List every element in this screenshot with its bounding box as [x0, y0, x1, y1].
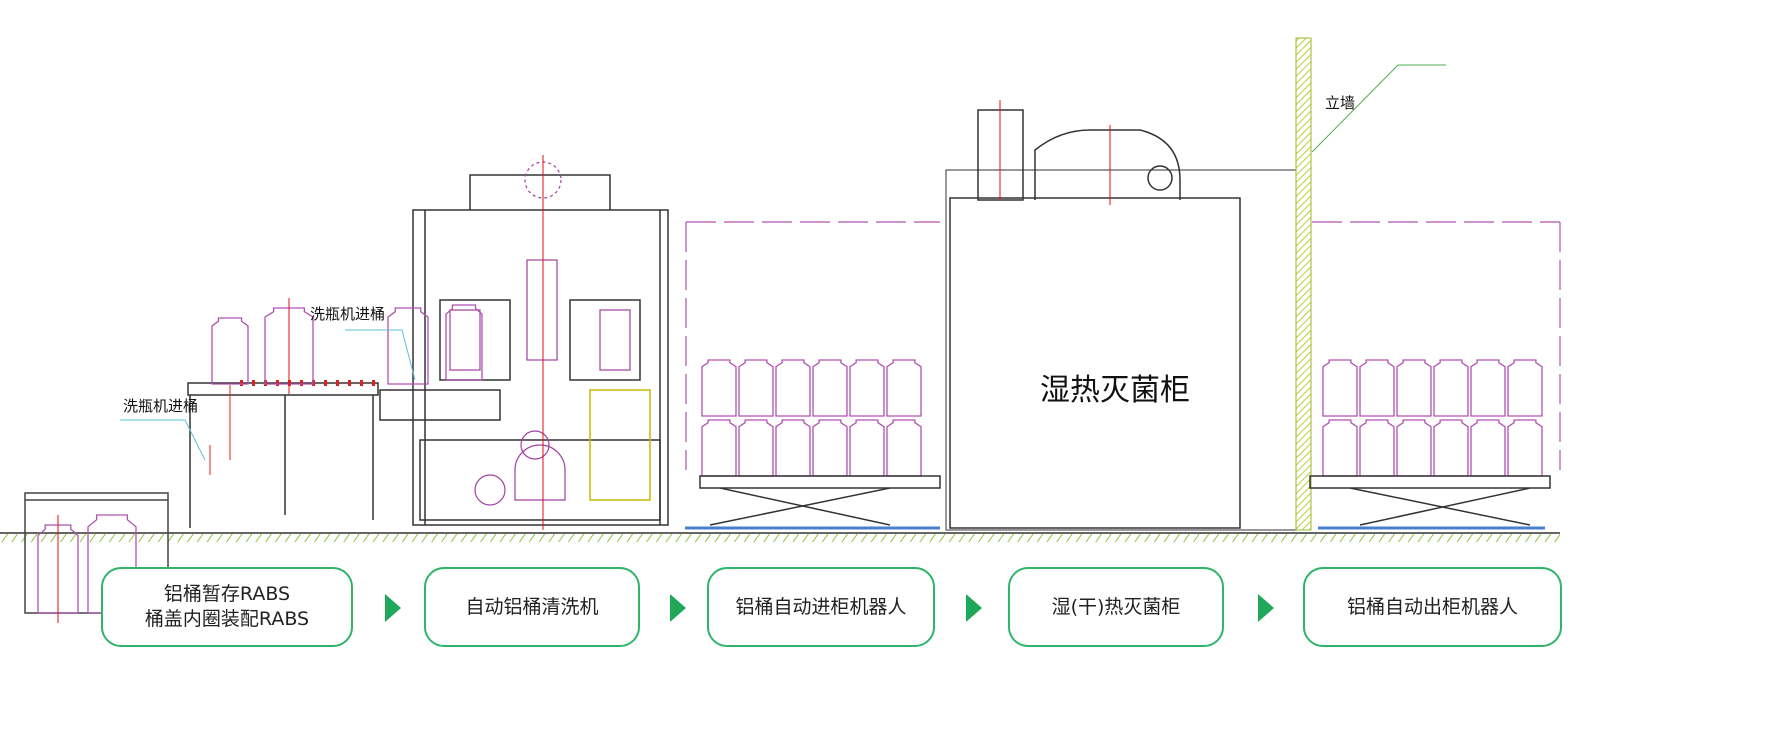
- barrel: [1396, 359, 1432, 417]
- barrel: [387, 307, 429, 385]
- flow-arrow-icon: [670, 594, 686, 622]
- flow-arrow-icon: [1258, 594, 1274, 622]
- barrel: [1322, 419, 1358, 477]
- barrel-stack-out: [1322, 359, 1543, 477]
- barrel: [1359, 419, 1395, 477]
- step-label: 铝桶自动出柜机器人: [1346, 595, 1518, 618]
- step-label: 铝桶暂存RABS: [163, 583, 291, 605]
- barrel: [1470, 419, 1506, 477]
- step-label: 自动铝桶清洗机: [465, 595, 599, 618]
- robot-out-lift: [1309, 475, 1551, 530]
- barrel: [1359, 359, 1395, 417]
- washer-details: [449, 161, 631, 506]
- flow-arrow-icon: [385, 594, 401, 622]
- barrel: [849, 359, 885, 417]
- step-washer: 自动铝桶清洗机: [424, 567, 640, 647]
- step-label: 桶盖内圈装配RABS: [144, 608, 310, 630]
- annotation-wall: 立墙: [1325, 94, 1356, 112]
- barrel: [37, 524, 79, 614]
- conveyor-table: [187, 382, 379, 528]
- barrel: [1433, 359, 1469, 417]
- wall: [1295, 37, 1312, 531]
- barrel: [1470, 359, 1506, 417]
- inlet-leader-left: [120, 419, 206, 461]
- step-rabs-storage: 铝桶暂存RABS 桶盖内圈装配RABS: [101, 567, 353, 647]
- barrel: [812, 419, 848, 477]
- barrel-stack-in: [701, 359, 922, 477]
- barrel: [849, 419, 885, 477]
- barrel: [264, 307, 314, 385]
- barrel: [211, 317, 249, 385]
- robot-out-zone: [1312, 221, 1561, 470]
- barrel: [886, 419, 922, 477]
- washer-machine: [379, 174, 669, 526]
- wall-leader-line: [1311, 64, 1446, 153]
- robot-in-zone: [685, 221, 940, 470]
- robot-in-lift: [685, 475, 941, 530]
- barrels-staging: [37, 298, 483, 623]
- step-robot-out: 铝桶自动出柜机器人: [1303, 567, 1562, 647]
- flow-arrow-icon: [966, 594, 982, 622]
- sterilization-cabinet: [945, 109, 1297, 531]
- ground-hatch: [0, 534, 1560, 542]
- annotation-washer-inlet-top: 洗瓶机进桶: [310, 305, 386, 323]
- barrel: [1322, 359, 1358, 417]
- step-sterilizer: 湿(干)热灭菌柜: [1008, 567, 1224, 647]
- barrel: [738, 419, 774, 477]
- barrel: [701, 419, 737, 477]
- barrel: [1507, 419, 1543, 477]
- conveyor-rollers: [209, 380, 380, 475]
- barrel: [738, 359, 774, 417]
- barrel: [775, 359, 811, 417]
- barrel: [1396, 419, 1432, 477]
- barrel: [1507, 359, 1543, 417]
- barrel: [886, 359, 922, 417]
- step-label: 湿(干)热灭菌柜: [1051, 595, 1181, 618]
- barrel: [701, 359, 737, 417]
- barrel: [1433, 419, 1469, 477]
- annotation-washer-inlet-left: 洗瓶机进桶: [123, 397, 199, 415]
- barrel: [812, 359, 848, 417]
- cabinet-label: 湿热灭菌柜: [1040, 373, 1190, 408]
- inlet-leader-top: [345, 329, 416, 381]
- barrel: [775, 419, 811, 477]
- barrel: [445, 304, 483, 381]
- step-label: 铝桶自动进柜机器人: [735, 595, 907, 618]
- step-robot-in: 铝桶自动进柜机器人: [707, 567, 935, 647]
